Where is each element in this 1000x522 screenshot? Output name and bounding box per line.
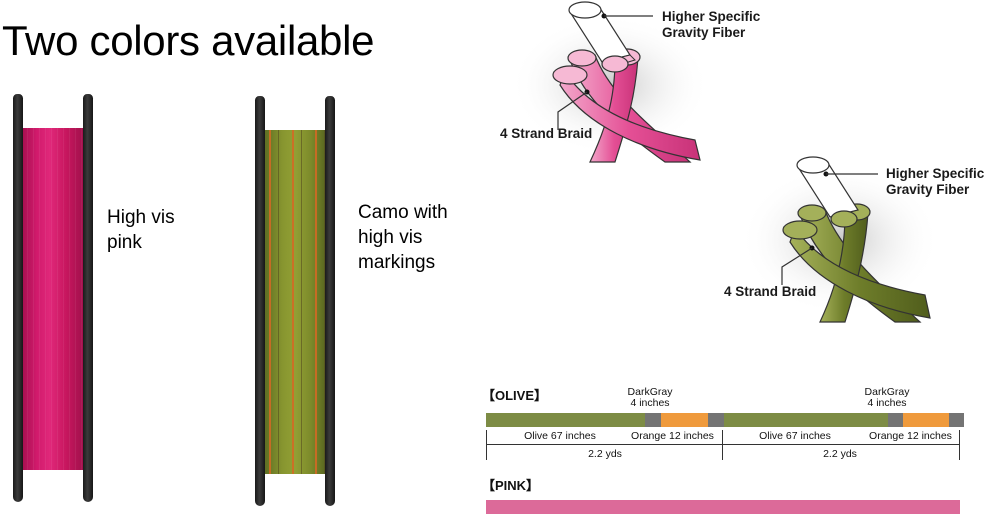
segment-darkgray xyxy=(645,413,661,427)
spool-flange-right xyxy=(325,96,335,506)
spool-flange-left xyxy=(13,94,23,502)
segment-olive xyxy=(724,413,888,427)
olive-braid-diagram: Higher Specific Gravity Fiber 4 Strand B… xyxy=(700,150,1000,330)
fiber-label: Higher Specific Gravity Fiber xyxy=(662,9,761,40)
spool-flange-left xyxy=(255,96,265,506)
pink-line-fill xyxy=(21,128,85,470)
orange-length-label: Orange 12 inches xyxy=(869,430,952,442)
camo-caption: Camo with high vis markings xyxy=(358,202,448,273)
dimension-tick xyxy=(486,430,487,460)
camo-line-fill xyxy=(263,130,327,474)
segment-orange xyxy=(903,413,949,427)
total-length-label: 2.2 yds xyxy=(823,448,857,460)
braid-label: 4 Strand Braid xyxy=(724,284,817,299)
pink-spool-image xyxy=(10,92,100,512)
pink-caption: High vis pink xyxy=(107,207,175,253)
pink-braid-diagram: Higher Specific Gravity Fiber 4 Strand B… xyxy=(490,0,790,170)
braid-label: 4 Strand Braid xyxy=(500,126,593,141)
olive-marking-bar xyxy=(486,413,964,427)
darkgray-label: DarkGray 4 inches xyxy=(864,386,910,409)
orange-length-label: Orange 12 inches xyxy=(631,430,714,442)
marking-chart: 【OLIVE】 DarkGray 4 inches DarkGray 4 inc… xyxy=(480,380,980,522)
olive-section-label: 【OLIVE】 xyxy=(482,388,548,403)
page-title: Two colors available xyxy=(2,17,375,64)
segment-darkgray xyxy=(708,413,724,427)
segment-olive xyxy=(486,413,645,427)
segment-darkgray xyxy=(949,413,964,427)
olive-length-label: Olive 67 inches xyxy=(759,430,831,442)
dimension-tick xyxy=(722,430,723,460)
braid-illustration-icon xyxy=(740,156,940,323)
pink-section-label: 【PINK】 xyxy=(482,478,540,493)
pink-marking-bar xyxy=(486,500,960,514)
spool-flange-right xyxy=(83,94,93,502)
braid-illustration-icon xyxy=(510,1,710,163)
total-length-label: 2.2 yds xyxy=(588,448,622,460)
dimension-line xyxy=(486,444,960,445)
olive-length-label: Olive 67 inches xyxy=(524,430,596,442)
fiber-label: Higher Specific Gravity Fiber xyxy=(886,166,985,197)
dimension-tick xyxy=(959,430,960,460)
segment-darkgray xyxy=(888,413,903,427)
darkgray-label: DarkGray 4 inches xyxy=(627,386,673,409)
camo-spool-image xyxy=(252,92,342,517)
segment-orange xyxy=(661,413,708,427)
